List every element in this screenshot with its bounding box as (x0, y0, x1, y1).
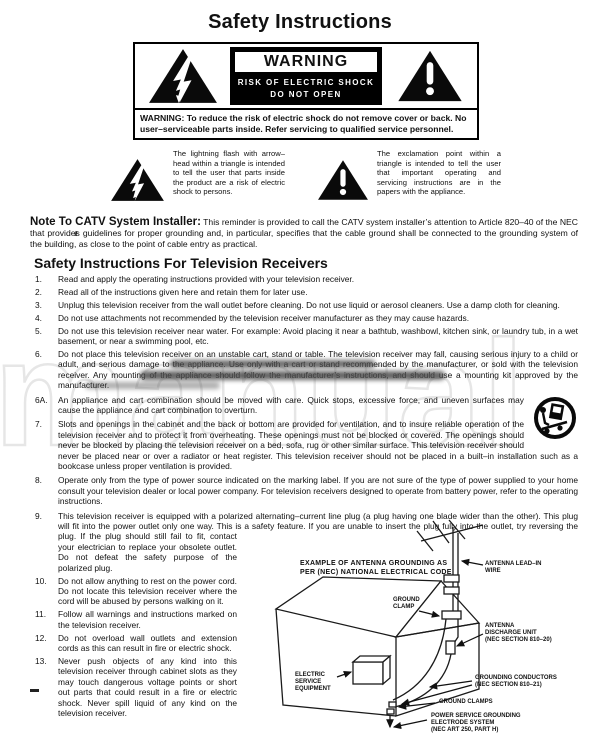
page-title: Safety Instructions (208, 11, 392, 33)
scan-artifact-dash (30, 689, 39, 692)
warning-risk-line1: RISK OF ELECTRIC SHOCK (237, 78, 375, 87)
warning-panel: WARNING RISK OF ELECTRIC SHOCK DO NOT OP… (230, 47, 382, 105)
catv-note: Note To CATV System Installer: This remi… (30, 216, 578, 250)
antenna-grounding-diagram: EXAMPLE OF ANTENNA GROUNDING AS PER (NEC… (243, 520, 578, 753)
item-number: 1. (35, 274, 42, 284)
list-item-3: 3. Unplug this television receiver from t… (30, 300, 578, 310)
item-number: 10. (35, 575, 47, 586)
item-number: 6. (35, 348, 42, 359)
item-number: 2. (35, 286, 42, 297)
catv-note-text: This reminder is provided to call the CA… (30, 217, 578, 249)
label-electric-service-equipment: ELECTRIC SERVICE EQUIPMENT (295, 672, 331, 693)
label-antenna-lead-in: ANTENNA LEAD–IN WIRE (485, 561, 542, 575)
list-item-1: 1. Read and apply the operating instructi… (30, 274, 578, 284)
item-text: Slots and openings in the cabinet and th… (58, 419, 578, 471)
exclamation-note: The exclamation point within a triangle … (317, 149, 501, 208)
list-item-12: 12. Do not overload wall outlets and exte… (30, 633, 578, 654)
item-text: fully into the outlet, try reversing the… (58, 521, 578, 573)
item-number: 13. (35, 655, 47, 666)
item-text: Do not use attachments not recommended b… (58, 312, 470, 323)
item-number: 5. (35, 325, 42, 336)
item-number: 9. (35, 510, 42, 521)
item-number: 11. (35, 609, 47, 620)
item-text: This television receiver is equipped wit… (58, 510, 578, 532)
list-item-6a: 6A. An appliance and cart combination sh… (30, 394, 578, 439)
item-text: Never push objects of any kind into this… (58, 655, 237, 718)
instruction-list: 1. Read and apply the operating instructi… (30, 274, 578, 754)
list-item-10: 10. Do not allow anything to rest on the … (30, 576, 578, 607)
item-number: 8. (35, 475, 42, 486)
label-antenna-discharge-unit: ANTENNA DISCHARGE UNIT (NEC SECTION 810–… (485, 623, 552, 644)
item-number: 3. (35, 299, 42, 310)
tipping-cart-warning-icon (532, 395, 578, 441)
warning-title: WARNING (233, 50, 379, 74)
warning-caption: WARNING: To reduce the risk of electric … (140, 113, 467, 134)
list-item-8: 8. Operate only from the type of power so… (30, 475, 578, 506)
item-text: Do not overload wall outlets and extensi… (58, 632, 237, 653)
item-number: 4. (35, 312, 42, 323)
item-text: Operate only from the type of power sour… (58, 475, 578, 507)
item-number: 12. (35, 632, 47, 643)
lightning-note-text: The lightning flash with arrow–head with… (173, 149, 285, 197)
item-text: Unplug this television receiver from the… (58, 299, 560, 310)
list-item-4: 4. Do not use attachments not recommended… (30, 313, 578, 323)
exclamation-small-icon (317, 157, 369, 208)
warning-risk-line2: DO NOT OPEN (270, 90, 342, 99)
list-item-9: 9. This television receiver is equipped w… (30, 510, 578, 734)
diagram-caption: EXAMPLE OF ANTENNA GROUNDING AS PER (NEC… (300, 560, 452, 577)
warning-box-top: WARNING RISK OF ELECTRIC SHOCK DO NOT OP… (135, 44, 477, 110)
label-ground-clamp: GROUND CLAMP (393, 597, 420, 611)
list-item-13: 13. Never push objects of any kind into t… (30, 656, 578, 718)
warning-box: WARNING RISK OF ELECTRIC SHOCK DO NOT OP… (133, 42, 479, 140)
list-item-11: 11. Follow all warnings and instructions … (30, 609, 578, 630)
item-text: Do not place this television receiver on… (58, 348, 578, 391)
item-text: An appliance and cart combination should… (58, 394, 524, 415)
exclamation-triangle-icon (382, 47, 477, 105)
list-item-7: 7. Slots and openings in the cabinet and … (30, 419, 578, 471)
list-item-5: 5. Do not use this television receiver ne… (30, 326, 578, 347)
lightning-small-icon (110, 157, 165, 208)
item-text: Do not use this television receiver near… (58, 325, 578, 347)
lightning-triangle-icon (135, 47, 230, 105)
item-text: Follow all warnings and instructions mar… (58, 609, 237, 630)
exclamation-note-text: The exclamation point within a triangle … (377, 149, 501, 197)
item-number: 7. (35, 419, 42, 430)
grounding-diagram-art (274, 520, 484, 730)
label-ground-clamps: GROUND CLAMPS (439, 699, 493, 706)
item-text: Read all of the instructions given here … (58, 286, 308, 297)
list-item-6: 6. Do not place this television receiver … (30, 349, 578, 391)
item-number: 6A. (35, 394, 48, 405)
item-text: Read and apply the operating instruction… (58, 274, 355, 284)
section-heading: Safety Instructions For Television Recei… (34, 255, 328, 271)
list-item-2: 2. Read all of the instructions given her… (30, 287, 578, 297)
lightning-note: The lightning flash with arrow–head with… (110, 149, 285, 208)
label-electrode-system: POWER SERVICE GROUNDING ELECTRODE SYSTEM… (431, 713, 521, 734)
symbol-notes: The lightning flash with arrow–head with… (110, 149, 600, 208)
item-text: Do not allow anything to rest on the pow… (58, 575, 237, 607)
label-grounding-conductors: GROUNDING CONDUCTORS (NEC SECTION 810–21… (475, 675, 557, 689)
catv-note-lead: Note To CATV System Installer: (30, 216, 201, 228)
